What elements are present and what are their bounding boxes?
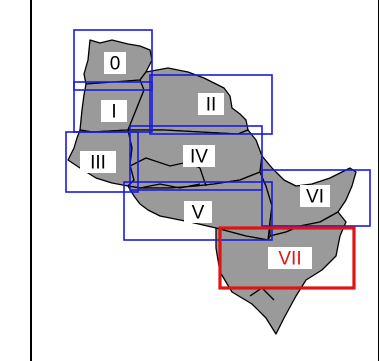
label-background-i (101, 100, 127, 122)
region-label-0: 0 (110, 54, 121, 75)
bounding-box-iv (129, 125, 263, 191)
label-background-vii (268, 247, 312, 269)
region-label-i: I (111, 102, 116, 123)
bounding-box-iii (65, 131, 139, 193)
border-line (199, 167, 207, 187)
label-background-iv (183, 145, 215, 167)
bounding-box-ii (149, 74, 273, 135)
label-background-ii (198, 93, 224, 115)
border-line (249, 287, 275, 301)
bounding-box-0 (73, 29, 153, 91)
bounding-box-v (123, 181, 273, 241)
region-label-v: V (192, 203, 205, 224)
border-line (139, 183, 201, 189)
bounding-box-vi (261, 169, 371, 227)
label-background-0 (104, 52, 126, 74)
region-label-ii: II (206, 95, 217, 116)
label-background-iii (80, 151, 116, 173)
map-region-vii (215, 211, 347, 335)
bounding-box-vii (218, 226, 356, 290)
region-label-vii: VII (278, 249, 301, 270)
label-background-vi (300, 185, 330, 207)
label-background-v (184, 201, 212, 223)
region-label-iii: III (90, 153, 106, 174)
region-label-iv: IV (190, 147, 208, 168)
region-label-vi: VI (306, 187, 324, 208)
